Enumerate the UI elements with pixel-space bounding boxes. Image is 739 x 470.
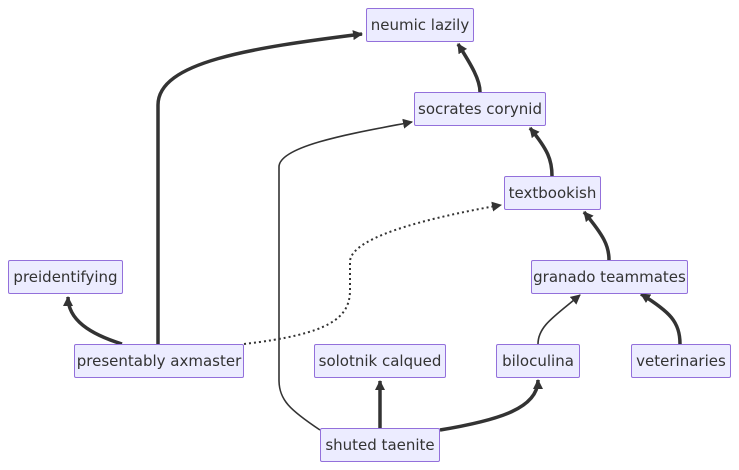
node-socrates[interactable]: socrates corynid — [414, 92, 546, 126]
node-presentably[interactable]: presentably axmaster — [74, 344, 244, 378]
edge-presentably-to-neumic — [156, 30, 363, 344]
edge-shuted-to-biloculina — [439, 379, 543, 432]
node-solotnik[interactable]: solotnik calqued — [314, 344, 446, 378]
node-textbookish[interactable]: textbookish — [504, 176, 601, 210]
edge-veterinaries-to-granado — [640, 292, 682, 345]
edges-layer — [63, 30, 682, 432]
node-biloculina[interactable]: biloculina — [496, 344, 580, 378]
edge-shuted-to-socrates — [278, 118, 413, 431]
node-granado[interactable]: granado teammates — [531, 260, 688, 294]
node-shuted[interactable]: shuted taenite — [320, 428, 440, 462]
node-veterinaries[interactable]: veterinaries — [631, 344, 731, 378]
node-label: socrates corynid — [418, 100, 542, 118]
edge-textbookish-to-socrates — [528, 126, 554, 177]
node-label: preidentifying — [13, 268, 118, 286]
node-label: granado teammates — [533, 268, 686, 286]
node-label: shuted taenite — [325, 436, 435, 454]
node-label: neumic lazily — [370, 16, 470, 34]
node-label: veterinaries — [636, 352, 726, 370]
edge-presentably-to-textbookish — [243, 201, 502, 345]
node-preidentifying[interactable]: preidentifying — [8, 260, 123, 294]
node-label: solotnik calqued — [318, 352, 442, 370]
node-label: textbookish — [508, 184, 597, 202]
node-neumic[interactable]: neumic lazily — [366, 8, 474, 42]
edge-granado-to-textbookish — [582, 210, 611, 261]
edge-socrates-to-neumic — [456, 43, 482, 93]
node-label: presentably axmaster — [76, 352, 242, 370]
edge-biloculina-to-granado — [537, 294, 581, 345]
edge-presentably-to-preidentifying — [63, 296, 123, 346]
node-label: biloculina — [502, 352, 574, 370]
